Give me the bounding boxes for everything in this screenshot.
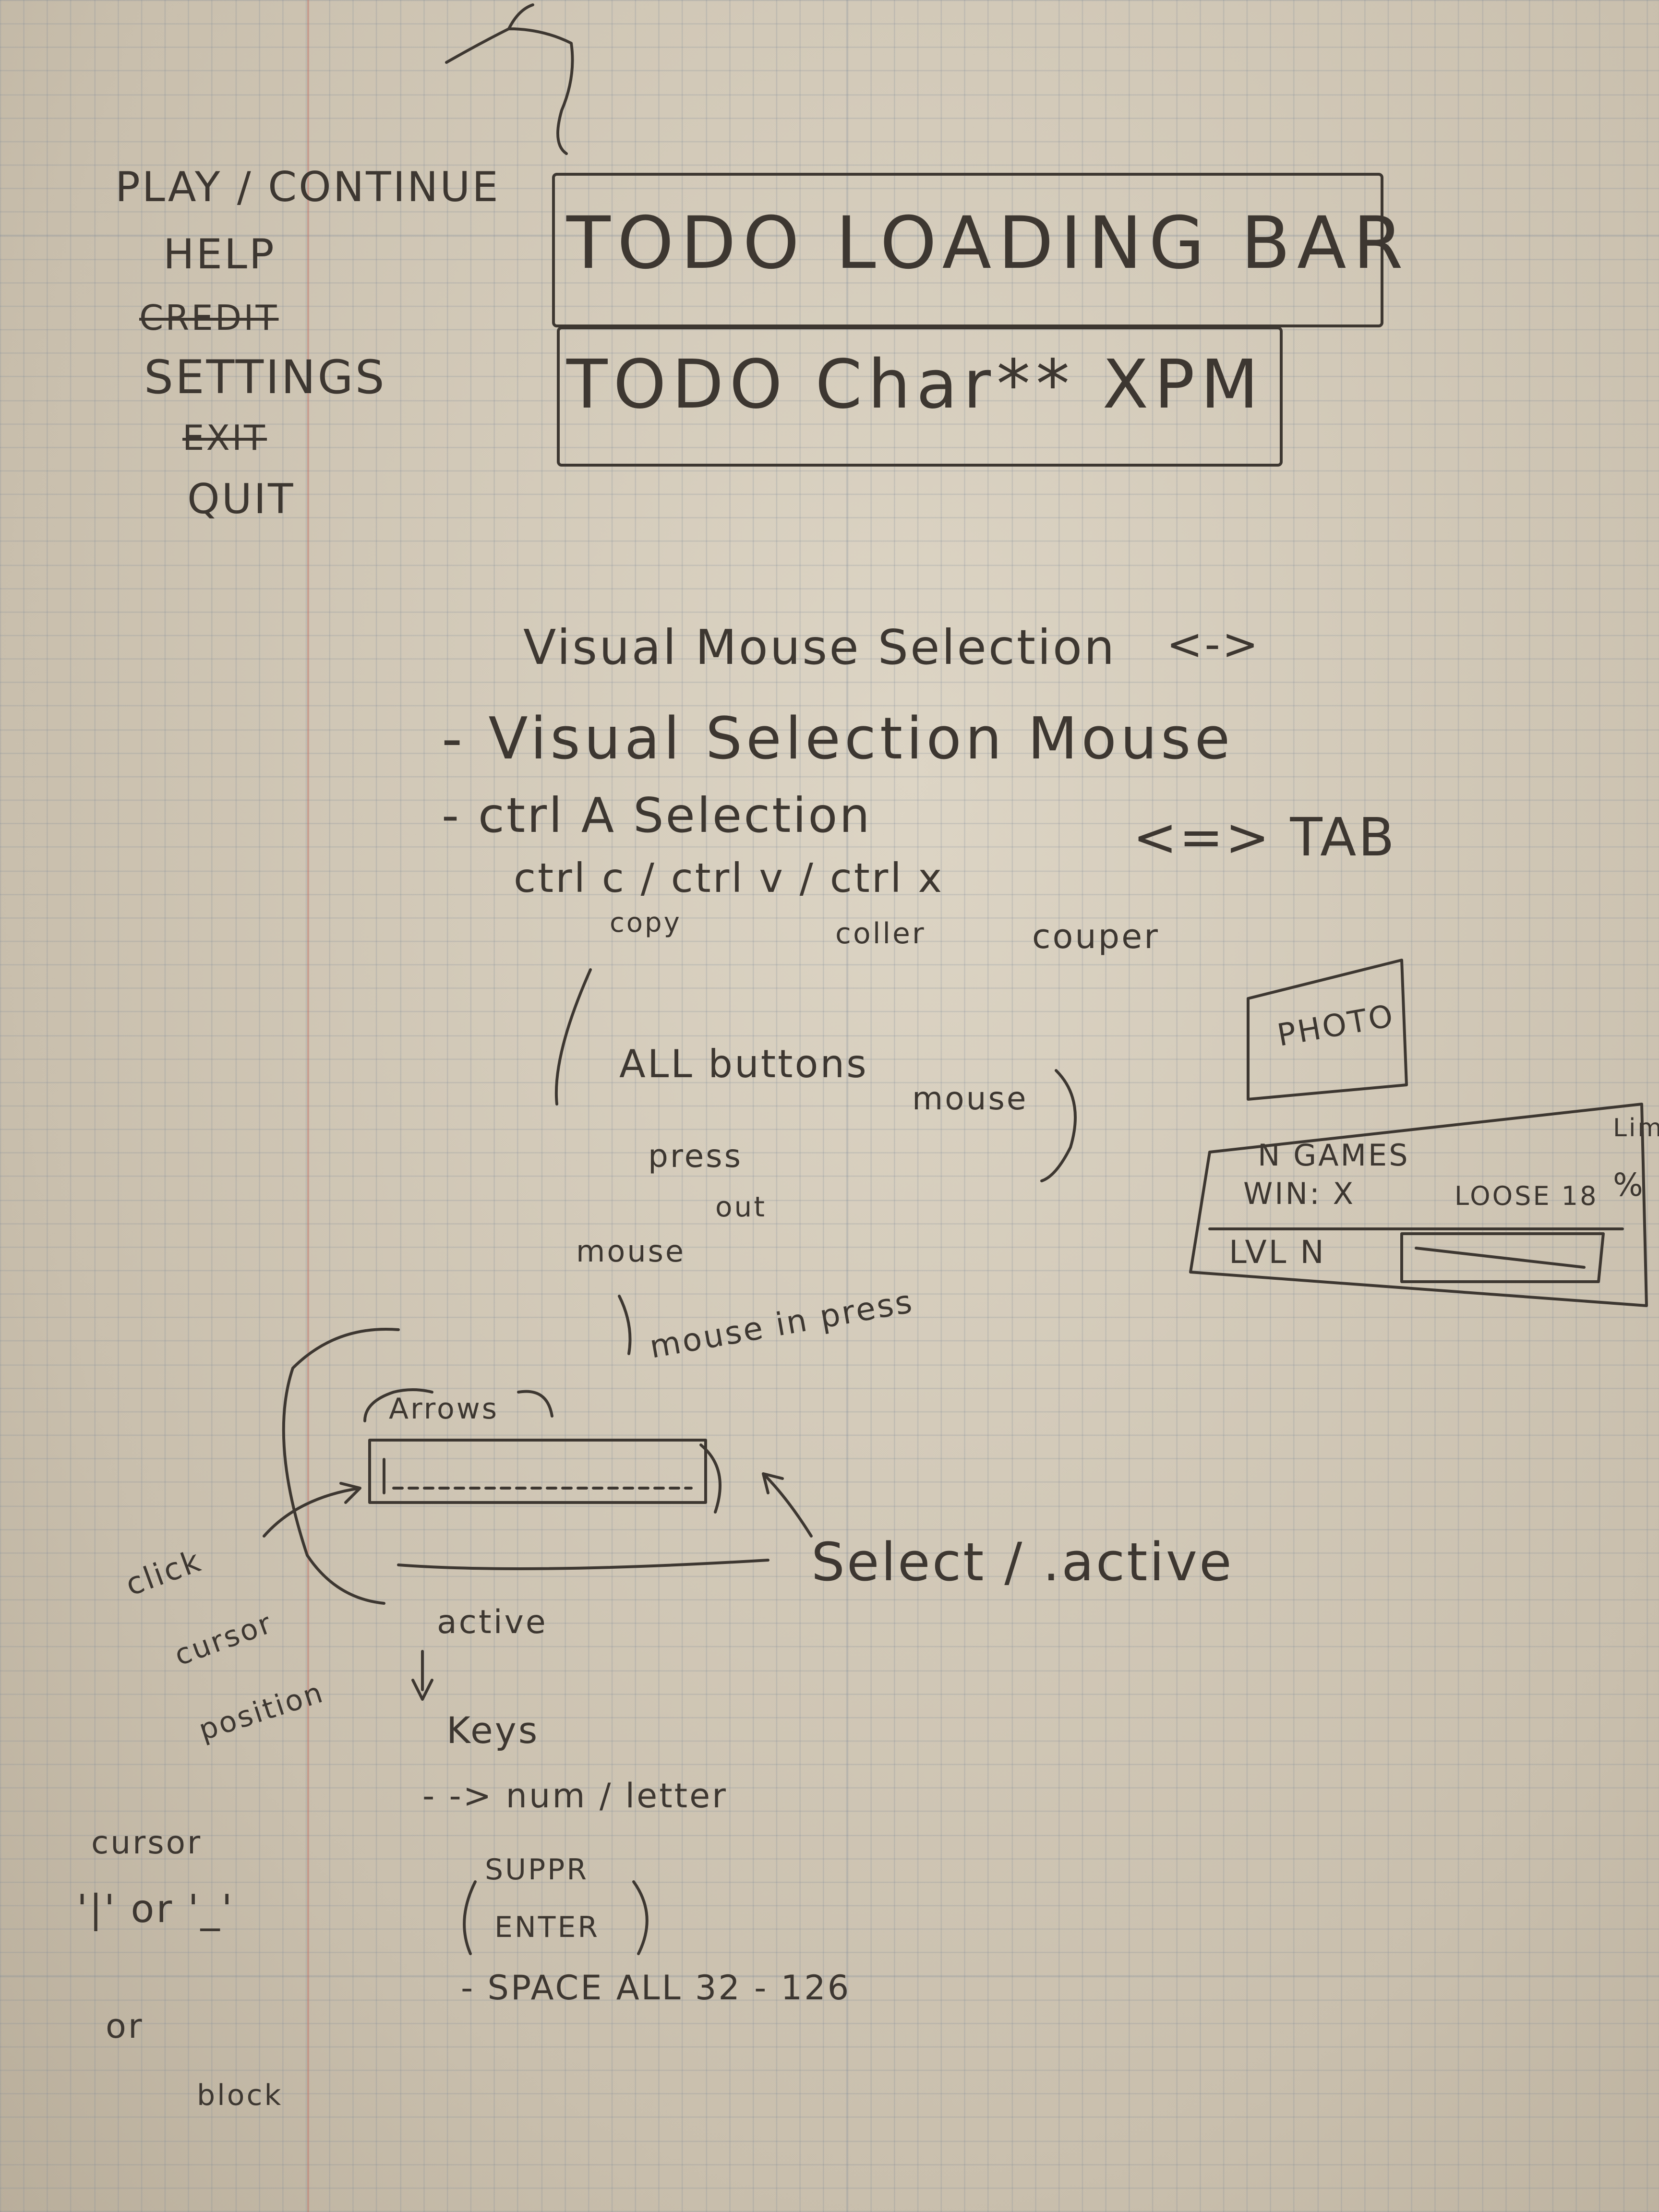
keys-paren xyxy=(463,1880,649,1955)
stat-panel xyxy=(1189,1103,1648,1307)
notes-or-block: or xyxy=(106,2007,144,2046)
menu-settings: SETTINGS xyxy=(144,350,386,404)
photo-frame xyxy=(1247,959,1408,1101)
notes-out: out xyxy=(715,1190,767,1223)
profile-games: N GAMES xyxy=(1258,1138,1410,1173)
menu-play: PLAY / CONTINUE xyxy=(115,163,500,211)
profile-side: Lim xyxy=(1613,1114,1659,1142)
notes-mouse: mouse xyxy=(576,1234,686,1269)
notes-active: active xyxy=(437,1603,548,1641)
notes-block: block xyxy=(197,2079,283,2112)
menu-struck-1: CREDIT xyxy=(139,298,279,338)
notes-couper: couper xyxy=(1032,917,1160,956)
notes-keys: Keys xyxy=(446,1709,540,1752)
right-paren xyxy=(699,1443,721,1514)
menu-quit: QUIT xyxy=(187,475,295,523)
notebook-margin-line xyxy=(307,0,309,2212)
lvl-bar xyxy=(1400,1232,1605,1283)
notes-line2-tab: <=> TAB xyxy=(1133,806,1396,868)
notes-suppr: SUPPR xyxy=(485,1853,589,1887)
notes-all-buttons: ALL buttons xyxy=(619,1042,868,1086)
click-arrow xyxy=(263,1482,361,1538)
notes-copy: copy xyxy=(610,907,682,938)
notes-press: press xyxy=(648,1138,743,1175)
notes-arrows: Arrows xyxy=(389,1392,499,1426)
notes-heading-arrow: <-> xyxy=(1166,619,1261,670)
notes-enter: ENTER xyxy=(494,1911,600,1944)
mouse-paren xyxy=(1040,1069,1077,1182)
menu-help: HELP xyxy=(163,230,276,278)
notes-coller: coller xyxy=(835,917,926,950)
input-frame xyxy=(368,1439,707,1504)
notes-select-active: Select / .active xyxy=(811,1531,1234,1593)
notes-cursor2: cursor xyxy=(91,1824,203,1861)
notes-line3: ctrl c / ctrl v / ctrl x xyxy=(514,854,944,902)
profile-lvl: LVL N xyxy=(1229,1234,1326,1271)
top-scribble xyxy=(445,3,574,155)
todo-char-xpm: TODO Char** XPM xyxy=(566,346,1264,424)
notes-line1: - Visual Selection Mouse xyxy=(442,706,1234,772)
notes-line2: - ctrl A Selection xyxy=(442,787,872,843)
notes-heading: Visual Mouse Selection xyxy=(523,619,1117,675)
big-loop xyxy=(282,1328,400,1605)
profile-win: WIN: X xyxy=(1243,1176,1356,1211)
arrows-bracket xyxy=(363,1388,553,1422)
profile-percent: % xyxy=(1613,1166,1645,1203)
loading-bar-box xyxy=(552,173,1383,327)
notes-space: - SPACE ALL 32 - 126 xyxy=(461,1968,851,2008)
notes-num-letter: - -> num / letter xyxy=(422,1776,728,1815)
profile-loose: LOOSE 18 xyxy=(1455,1181,1599,1211)
menu-struck-2: EXIT xyxy=(182,418,267,458)
bottom-loop xyxy=(397,1559,769,1570)
todo-loading-bar: TODO LOADING BAR xyxy=(566,202,1410,285)
selection-bracket xyxy=(554,968,592,1106)
select-arrow xyxy=(762,1472,813,1538)
arrow-mouse xyxy=(618,1295,632,1355)
notes-cursor-options: '|' or '_' xyxy=(77,1887,234,1931)
char-xpm-box xyxy=(557,326,1283,467)
active-arrow xyxy=(411,1650,433,1701)
notes-mouse-paren: mouse xyxy=(912,1080,1028,1117)
